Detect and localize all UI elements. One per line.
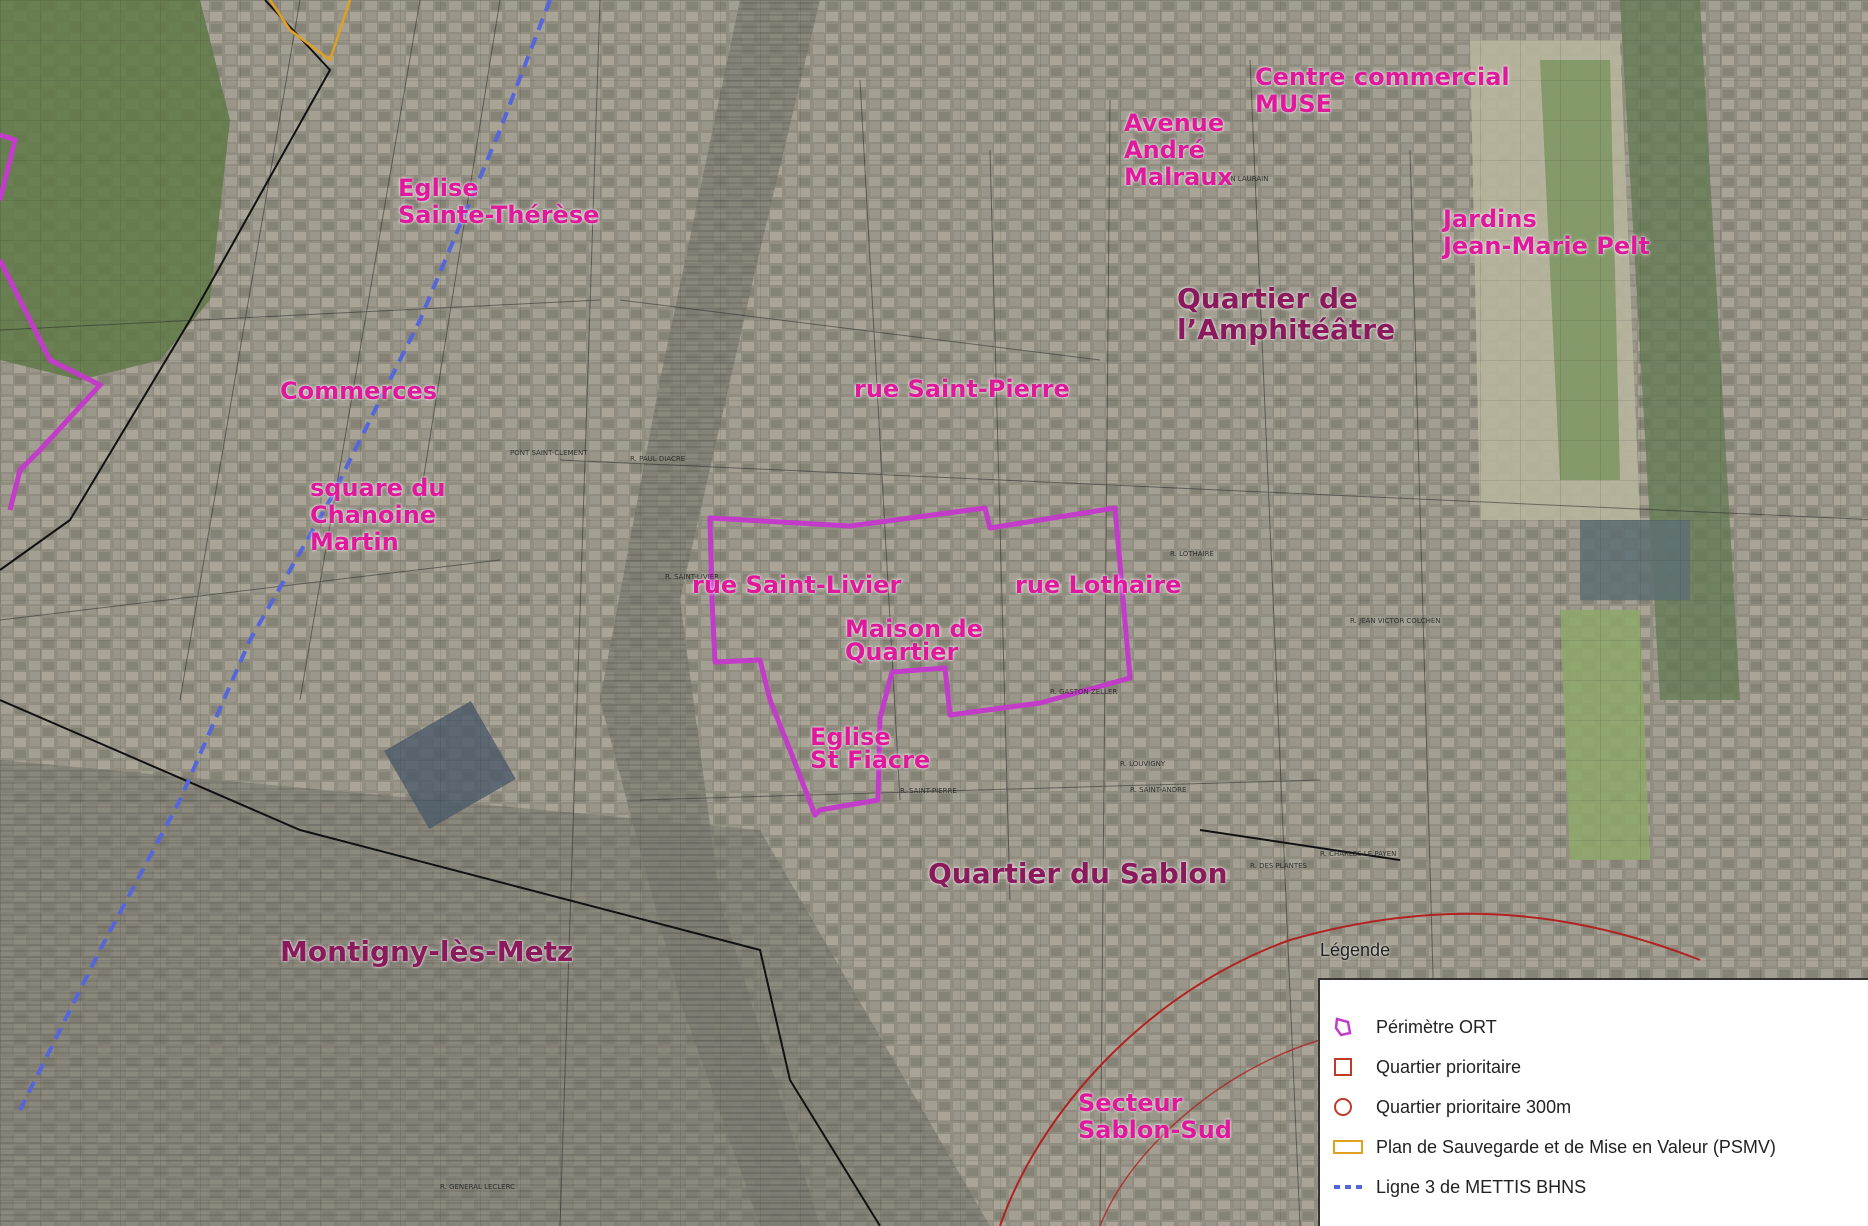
priority-300m-circle [999,912,1701,1226]
street-label: PONT SAINT-CLEMENT [510,449,588,457]
priority-square-icon [1332,1056,1368,1078]
label-rue-saint-livier: rue Saint-Livier [692,571,902,599]
ort-perimeter-icon [1332,1016,1368,1038]
street-label: R. JEAN VICTOR COLCHEN [1350,617,1441,625]
legend-label: Ligne 3 de METTIS BHNS [1376,1176,1587,1197]
street-label: R. LOTHAIRE [1170,550,1214,558]
label-square-chanoine: square du Chanoine Martin [310,474,446,556]
label-jardins: Jardins Jean-Marie Pelt [1443,205,1650,260]
label-maison-quartier: Maison de Quartier [845,615,983,666]
street-label: R. SAINT-LIVIER [665,573,719,581]
label-quartier-amphitheatre: Quartier de l’Amphitéâtre [1177,282,1396,347]
legend-item-ort: Périmètre ORT [1332,1016,1497,1038]
legend-title: Légende [1320,940,1391,960]
legend-label: Plan de Sauvegarde et de Mise en Valeur … [1376,1136,1776,1157]
label-centre-commercial: Centre commercial MUSE [1255,63,1510,118]
label-commerces: Commerces [280,377,438,405]
psmv-border [268,0,352,63]
label-quartier-sablon: Quartier du Sablon [928,857,1228,890]
legend-label: Quartier prioritaire 300m [1376,1096,1572,1117]
street-label: R. SAINT-ANDRE [1130,786,1187,794]
street-label: R. PAUL DIACRE [630,455,686,463]
street-label: R. SAINT-PIERRE [900,787,957,795]
ort-perimeter-main [707,505,1133,818]
legend-item-priority-300m: Quartier prioritaire 300m [1332,1096,1571,1118]
label-eglise-st-fiacre: Eglise St Fiacre [810,723,931,774]
street-label: R. GASTON ZELLER [1050,688,1118,696]
commune-boundary [0,0,1401,1226]
map-legend: Périmètre ORT Quartier prioritaire Quart… [1318,978,1868,1226]
street-label: R. DES PLANTES [1250,862,1307,870]
mettis-line-3 [18,0,552,1111]
legend-item-priority: Quartier prioritaire [1332,1056,1521,1078]
legend-label: Périmètre ORT [1376,1016,1497,1037]
legend-item-mettis: Ligne 3 de METTIS BHNS [1332,1176,1586,1198]
priority-circle-icon [1332,1096,1368,1118]
street-label: R. CHARLES LE PAYEN [1320,850,1397,858]
label-rue-saint-pierre: rue Saint-Pierre [854,375,1070,403]
legend-label: Quartier prioritaire [1376,1056,1522,1077]
street-label: R. JEAN LAURAIN [1210,175,1269,183]
ort-perimeter-west [0,132,105,511]
psmv-icon [1332,1136,1368,1158]
label-rue-lothaire: rue Lothaire [1015,571,1182,599]
label-avenue-malraux: Avenue André Malraux [1124,109,1233,191]
legend-item-psmv: Plan de Sauvegarde et de Mise en Valeur … [1332,1136,1776,1158]
label-secteur-sablon-sud: Secteur Sablon-Sud [1078,1089,1232,1144]
label-eglise-sainte-therese: Eglise Sainte-Thérèse [398,174,600,229]
label-montigny: Montigny-lès-Metz [280,935,574,968]
street-label: R. LOUVIGNY [1120,760,1166,768]
mettis-line-icon [1332,1176,1368,1198]
street-label: R. GENERAL LECLERC [440,1183,516,1191]
